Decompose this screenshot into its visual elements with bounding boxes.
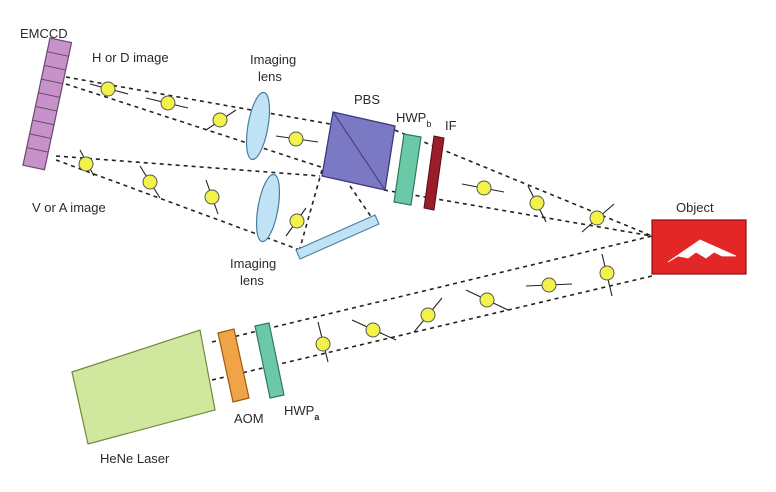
beam-return-lower	[383, 189, 653, 237]
if-label: IF	[445, 118, 457, 133]
laser-label: HeNe Laser	[100, 451, 170, 466]
hene-laser	[71, 329, 216, 445]
if-filter	[423, 135, 445, 211]
imaging-lens-bottom	[255, 173, 281, 243]
polarizer-circle	[529, 195, 545, 211]
aom	[217, 328, 250, 403]
hwp-b-label: HWPb	[396, 110, 431, 129]
polarizer-circle	[289, 213, 305, 229]
polarizer-circle	[365, 322, 381, 338]
hwp-a-label: HWPa	[284, 403, 320, 422]
beam-h-lower	[65, 83, 331, 171]
polarizer-circle	[288, 131, 304, 147]
polarizer-circle	[78, 156, 94, 172]
emccd-camera	[22, 37, 73, 171]
polarizer-circle	[212, 112, 228, 128]
object-label: Object	[676, 200, 714, 215]
polarizer-circle	[541, 277, 557, 293]
emccd-body	[22, 37, 73, 171]
beam-v-upper	[55, 155, 321, 177]
polarizer-circle	[142, 174, 158, 190]
polarizer-circle	[476, 180, 492, 196]
pbs-label: PBS	[354, 92, 380, 107]
beam-pbs-mirror-right	[349, 185, 373, 219]
object	[651, 219, 747, 275]
beam-pbs-mirror-left	[299, 169, 323, 249]
aom-label: AOM	[234, 411, 264, 426]
beam-return-upper	[379, 123, 653, 237]
polarization-markers	[78, 81, 615, 363]
beam-laser-lower	[211, 275, 653, 381]
imaging-lens-top-label-2: lens	[258, 69, 282, 84]
imaging-lens-top-label-1: Imaging	[250, 52, 296, 67]
imaging-lens-bottom-label-2: lens	[240, 273, 264, 288]
polarizer-circle	[100, 81, 116, 97]
polarizer-circle	[599, 265, 615, 281]
polarizer-circle	[479, 292, 495, 308]
mirror	[295, 214, 380, 260]
hwp-a-subscript: a	[314, 412, 320, 422]
hwp-b-subscript: b	[426, 119, 431, 129]
emccd-label: EMCCD	[20, 26, 68, 41]
imaging-lens-top	[245, 91, 271, 161]
hwp-b-plate	[393, 133, 422, 206]
imaging-lens-bottom-label-1: Imaging	[230, 256, 276, 271]
polarizer-circle	[204, 189, 220, 205]
v-or-a-image-label: V or A image	[32, 200, 106, 215]
polarizer-circle	[315, 336, 331, 352]
pbs-cube	[321, 111, 396, 191]
polarizer-circle	[420, 307, 436, 323]
polarizer-circle	[589, 210, 605, 226]
hwp-a-plate	[254, 322, 285, 399]
polarizer-circle	[160, 95, 176, 111]
h-or-d-image-label: H or D image	[92, 50, 169, 65]
beam-laser-upper	[211, 235, 653, 343]
